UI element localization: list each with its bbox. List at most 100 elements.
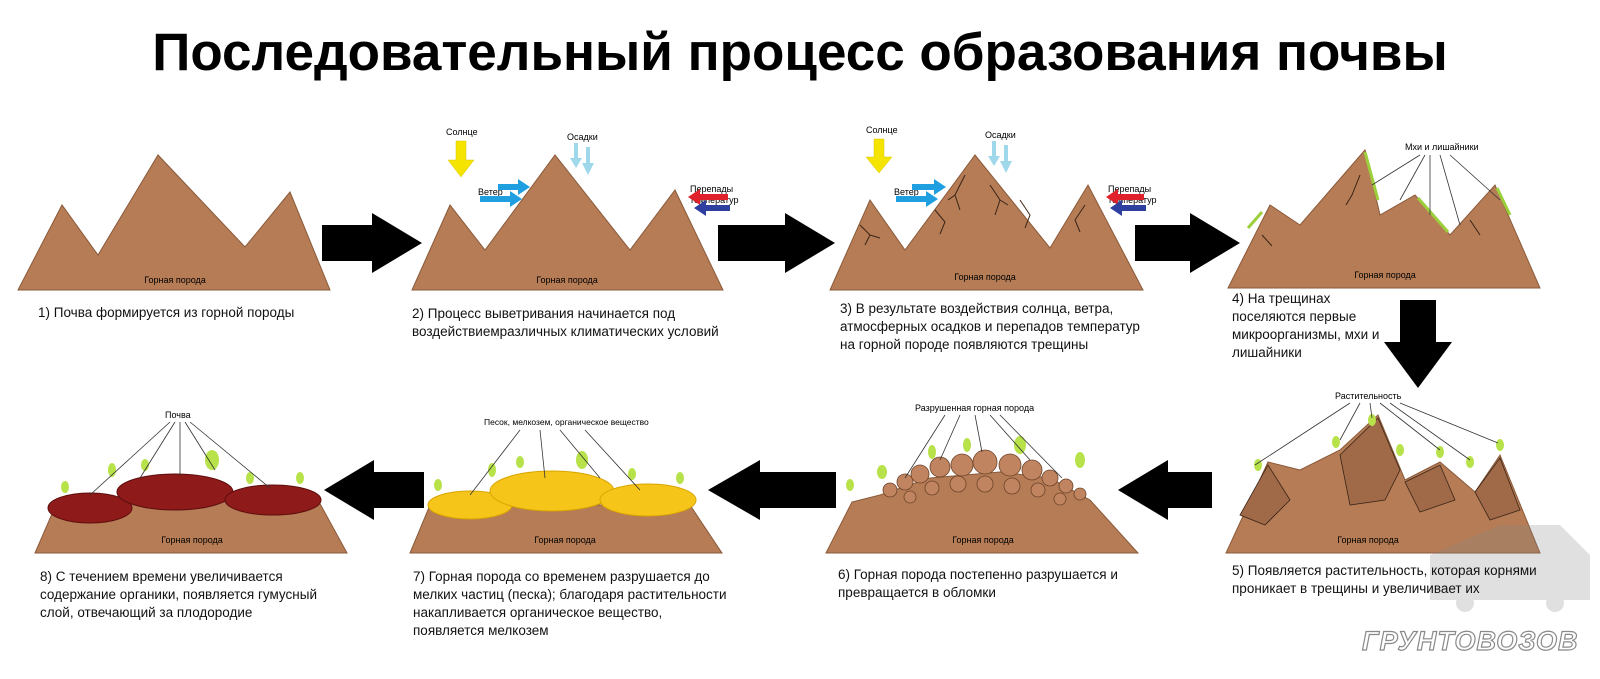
ground-step6 bbox=[825, 471, 1140, 554]
flow-arrow-right-2 bbox=[718, 213, 835, 273]
sand-fines-label: Песок, мелкозем, органическое вещество bbox=[484, 417, 649, 427]
step1-caption: 1) Почва формируется из горной породы bbox=[38, 305, 295, 320]
sand-layer bbox=[599, 483, 697, 517]
rock-label-step5: Горная порода bbox=[1337, 535, 1399, 545]
step2-illustration: Горная порода Солнце Осадки Ветер Перепа… bbox=[411, 127, 739, 291]
plant bbox=[1368, 414, 1376, 426]
rock-label-step8: Горная порода bbox=[161, 535, 223, 545]
flow-arrow-left-1 bbox=[1118, 460, 1212, 520]
cracks-step3 bbox=[859, 174, 1086, 246]
vegetation-label: Растительность bbox=[1335, 391, 1402, 401]
watermark-text: ГРУНТОВОЗОВ bbox=[1361, 625, 1579, 656]
temp-label-step3: Перепады bbox=[1108, 184, 1151, 194]
plant bbox=[1436, 446, 1444, 458]
mountain-step1 bbox=[17, 154, 331, 291]
plants-step6 bbox=[846, 436, 1085, 491]
watermark-truck-logo bbox=[1430, 525, 1590, 612]
plant bbox=[877, 465, 887, 479]
step2-caption: 2) Процесс выветривания начинается под в… bbox=[412, 306, 719, 339]
wind-arrow-icon bbox=[896, 191, 938, 207]
temp-label-step2: Перепады bbox=[690, 184, 733, 194]
humus-layer bbox=[224, 484, 322, 516]
wind-label-step3: Ветер bbox=[894, 187, 919, 197]
plant bbox=[205, 450, 219, 470]
step4-illustration: Горная порода Мхи и лишайники bbox=[1227, 142, 1541, 289]
sun-arrow-icon bbox=[447, 140, 475, 178]
flow-arrow-down bbox=[1384, 300, 1452, 388]
destroyed-rock-pointer-lines bbox=[904, 414, 1063, 479]
mosses-label: Мхи и лишайники bbox=[1405, 142, 1479, 152]
sand-fines-pointer-lines bbox=[469, 429, 641, 496]
rock-label-step3: Горная порода bbox=[954, 272, 1016, 282]
temp-arrow-blue-icon bbox=[694, 200, 730, 216]
plants-step5 bbox=[1254, 414, 1504, 471]
temp-arrow-red-icon bbox=[688, 189, 728, 205]
sun-label-step3: Солнце bbox=[866, 125, 898, 135]
cracks-step4 bbox=[1261, 174, 1481, 247]
mountain-step4 bbox=[1227, 148, 1541, 289]
page-title: Последовательный процесс образования поч… bbox=[152, 23, 1448, 82]
plant bbox=[676, 472, 684, 484]
flow-arrow-right-1 bbox=[322, 213, 422, 273]
precip-label-step3: Осадки bbox=[985, 130, 1016, 140]
rubble-step6 bbox=[882, 449, 1087, 506]
plant bbox=[1332, 436, 1340, 448]
wind-arrow-icon bbox=[912, 179, 946, 195]
soil-label: Почва bbox=[165, 410, 191, 420]
precip-arrow-icon bbox=[582, 147, 594, 175]
rock-label-step4: Горная порода bbox=[1354, 270, 1416, 280]
step4-caption: 4) На трещинах поселяются первые микроор… bbox=[1232, 291, 1380, 360]
wind-label-step2: Ветер bbox=[478, 187, 503, 197]
plant bbox=[1014, 436, 1026, 454]
precip-label-step2: Осадки bbox=[567, 132, 598, 142]
rock-label-step7: Горная порода bbox=[534, 535, 596, 545]
step8-caption: 8) С течением времени увеличивается соде… bbox=[40, 569, 317, 620]
plant bbox=[1396, 444, 1404, 456]
temp-arrow-red-icon bbox=[1106, 189, 1144, 205]
plant bbox=[963, 438, 971, 452]
sun-arrow-icon bbox=[865, 138, 893, 174]
plant bbox=[488, 463, 496, 477]
mosses-pointer-lines bbox=[1371, 154, 1501, 226]
step1-illustration: Горная порода bbox=[17, 154, 331, 291]
plant bbox=[141, 459, 149, 471]
plants-step8 bbox=[61, 450, 304, 493]
wind-arrow-icon bbox=[480, 191, 522, 207]
wind-arrow-icon bbox=[498, 179, 530, 195]
step5-illustration: Горная порода Растительность bbox=[1225, 391, 1541, 554]
step3-illustration: Горная порода Солнце Осадки Ветер Перепа… bbox=[829, 125, 1157, 291]
plants-step7 bbox=[434, 451, 684, 491]
plant bbox=[434, 479, 442, 491]
precip-arrow-icon bbox=[1000, 145, 1012, 173]
moss-step4 bbox=[1246, 151, 1512, 233]
sand-layer bbox=[489, 470, 615, 512]
plant bbox=[576, 451, 588, 469]
flow-arrow-left-3 bbox=[324, 460, 424, 520]
mountain-step2 bbox=[411, 154, 724, 291]
destroyed-rock-label: Разрушенная горная порода bbox=[915, 403, 1034, 413]
plant bbox=[296, 472, 304, 484]
step8-illustration: Горная порода Почва bbox=[34, 410, 348, 554]
humus-layer bbox=[47, 492, 133, 524]
cracked-rock-step5 bbox=[1239, 417, 1521, 526]
plant bbox=[928, 445, 936, 459]
step6-caption: 6) Горная порода постепенно разрушается … bbox=[838, 567, 1118, 600]
mountain-step3 bbox=[829, 154, 1144, 291]
temp-arrow-blue-icon bbox=[1110, 200, 1146, 216]
vegetation-pointer-lines bbox=[1254, 402, 1499, 466]
plant bbox=[846, 479, 854, 491]
sun-label-step2: Солнце bbox=[446, 127, 478, 137]
rock-label-step2: Горная порода bbox=[536, 275, 598, 285]
plant bbox=[246, 472, 254, 484]
flow-arrow-right-3 bbox=[1135, 213, 1240, 273]
step7-illustration: Горная порода Песок, мелкозем, органичес… bbox=[409, 417, 723, 554]
plant bbox=[1075, 452, 1085, 468]
plant bbox=[1496, 439, 1504, 451]
soil-pointer-lines bbox=[89, 421, 271, 496]
step3-caption: 3) В результате воздействия солнца, ветр… bbox=[840, 301, 1140, 352]
rock-label-step6: Горная порода bbox=[952, 535, 1014, 545]
plant bbox=[61, 481, 69, 493]
humus-layer bbox=[116, 473, 234, 511]
precip-arrow-icon bbox=[988, 141, 1000, 166]
